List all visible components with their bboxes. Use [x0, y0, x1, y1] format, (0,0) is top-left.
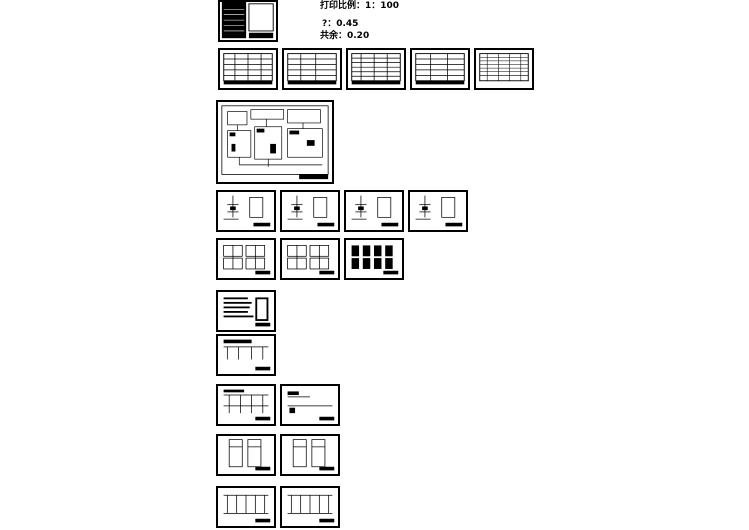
drawing-sheet-bus[interactable] — [216, 486, 276, 528]
drawing-sheet-wiring[interactable] — [216, 384, 276, 426]
drawing-sheet-riser[interactable] — [280, 190, 340, 232]
drawing-sheet-riser[interactable] — [216, 190, 276, 232]
drawing-sheet-cover[interactable] — [218, 0, 278, 42]
drawing-sheet-cabinet[interactable] — [280, 434, 340, 476]
drawing-sheet-notes[interactable] — [216, 290, 276, 332]
drawing-sheet-table[interactable] — [410, 48, 470, 90]
drawing-sheet-table[interactable] — [282, 48, 342, 90]
drawing-sheet-bus[interactable] — [280, 486, 340, 528]
drawing-sheet-panel[interactable] — [216, 238, 276, 280]
drawing-sheet-cabinet[interactable] — [216, 434, 276, 476]
ratio-label: ?：0.45 — [322, 19, 359, 29]
common-ratio-label: 共余：0.20 — [320, 31, 370, 41]
drawing-sheet-legend[interactable] — [216, 334, 276, 376]
drawing-sheet-table[interactable] — [346, 48, 406, 90]
drawing-sheet-table[interactable] — [474, 48, 534, 90]
drawing-sheet-system-diagram[interactable] — [216, 100, 334, 184]
drawing-sheet-panel[interactable] — [280, 238, 340, 280]
print-scale-label: 打印比例：1：100 — [320, 1, 400, 11]
drawing-sheet-riser[interactable] — [408, 190, 468, 232]
drawing-sheet-table[interactable] — [218, 48, 278, 90]
drawing-sheet-panel[interactable] — [344, 238, 404, 280]
drawing-sheet-riser[interactable] — [344, 190, 404, 232]
drawing-sheet-wiring[interactable] — [280, 384, 340, 426]
